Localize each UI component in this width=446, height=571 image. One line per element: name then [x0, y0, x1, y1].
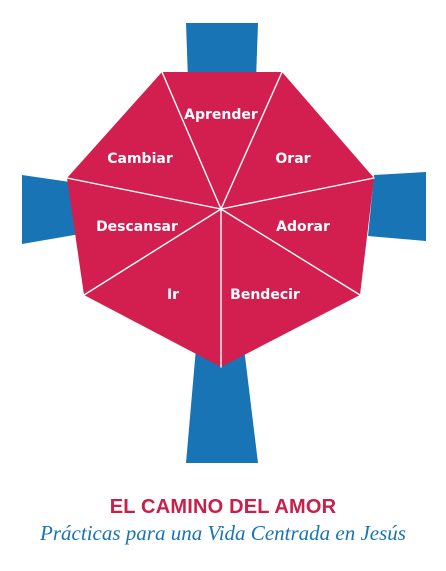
segment-label-descansar: Descansar — [96, 219, 178, 235]
segment-label-bendecir: Bendecir — [230, 287, 300, 303]
divider-line — [66, 177, 222, 210]
divider-line — [220, 177, 375, 210]
segment-label-aprender: Aprender — [184, 107, 258, 123]
segment-label-cambiar: Cambiar — [107, 151, 173, 167]
page-subtitle: Prácticas para una Vida Centrada en Jesú… — [40, 521, 406, 545]
cross-top-arm — [186, 23, 258, 80]
divider-line — [220, 208, 361, 296]
cross-right-arm — [368, 172, 426, 241]
divider-line — [161, 71, 222, 210]
segment-label-adorar: Adorar — [276, 219, 330, 235]
segment-dividers — [66, 71, 375, 368]
segment-label-orar: Orar — [275, 151, 310, 167]
divider-line — [83, 208, 222, 296]
cross-bottom-arm — [186, 348, 258, 463]
segment-label-ir: Ir — [167, 287, 179, 303]
page-title: EL CAMINO DEL AMOR — [109, 496, 337, 518]
cross-rose-diagram: Aprender Orar Adorar Bendecir Ir Descans… — [22, 23, 426, 463]
cross-left-arm — [22, 175, 80, 244]
divider-line — [220, 71, 283, 210]
